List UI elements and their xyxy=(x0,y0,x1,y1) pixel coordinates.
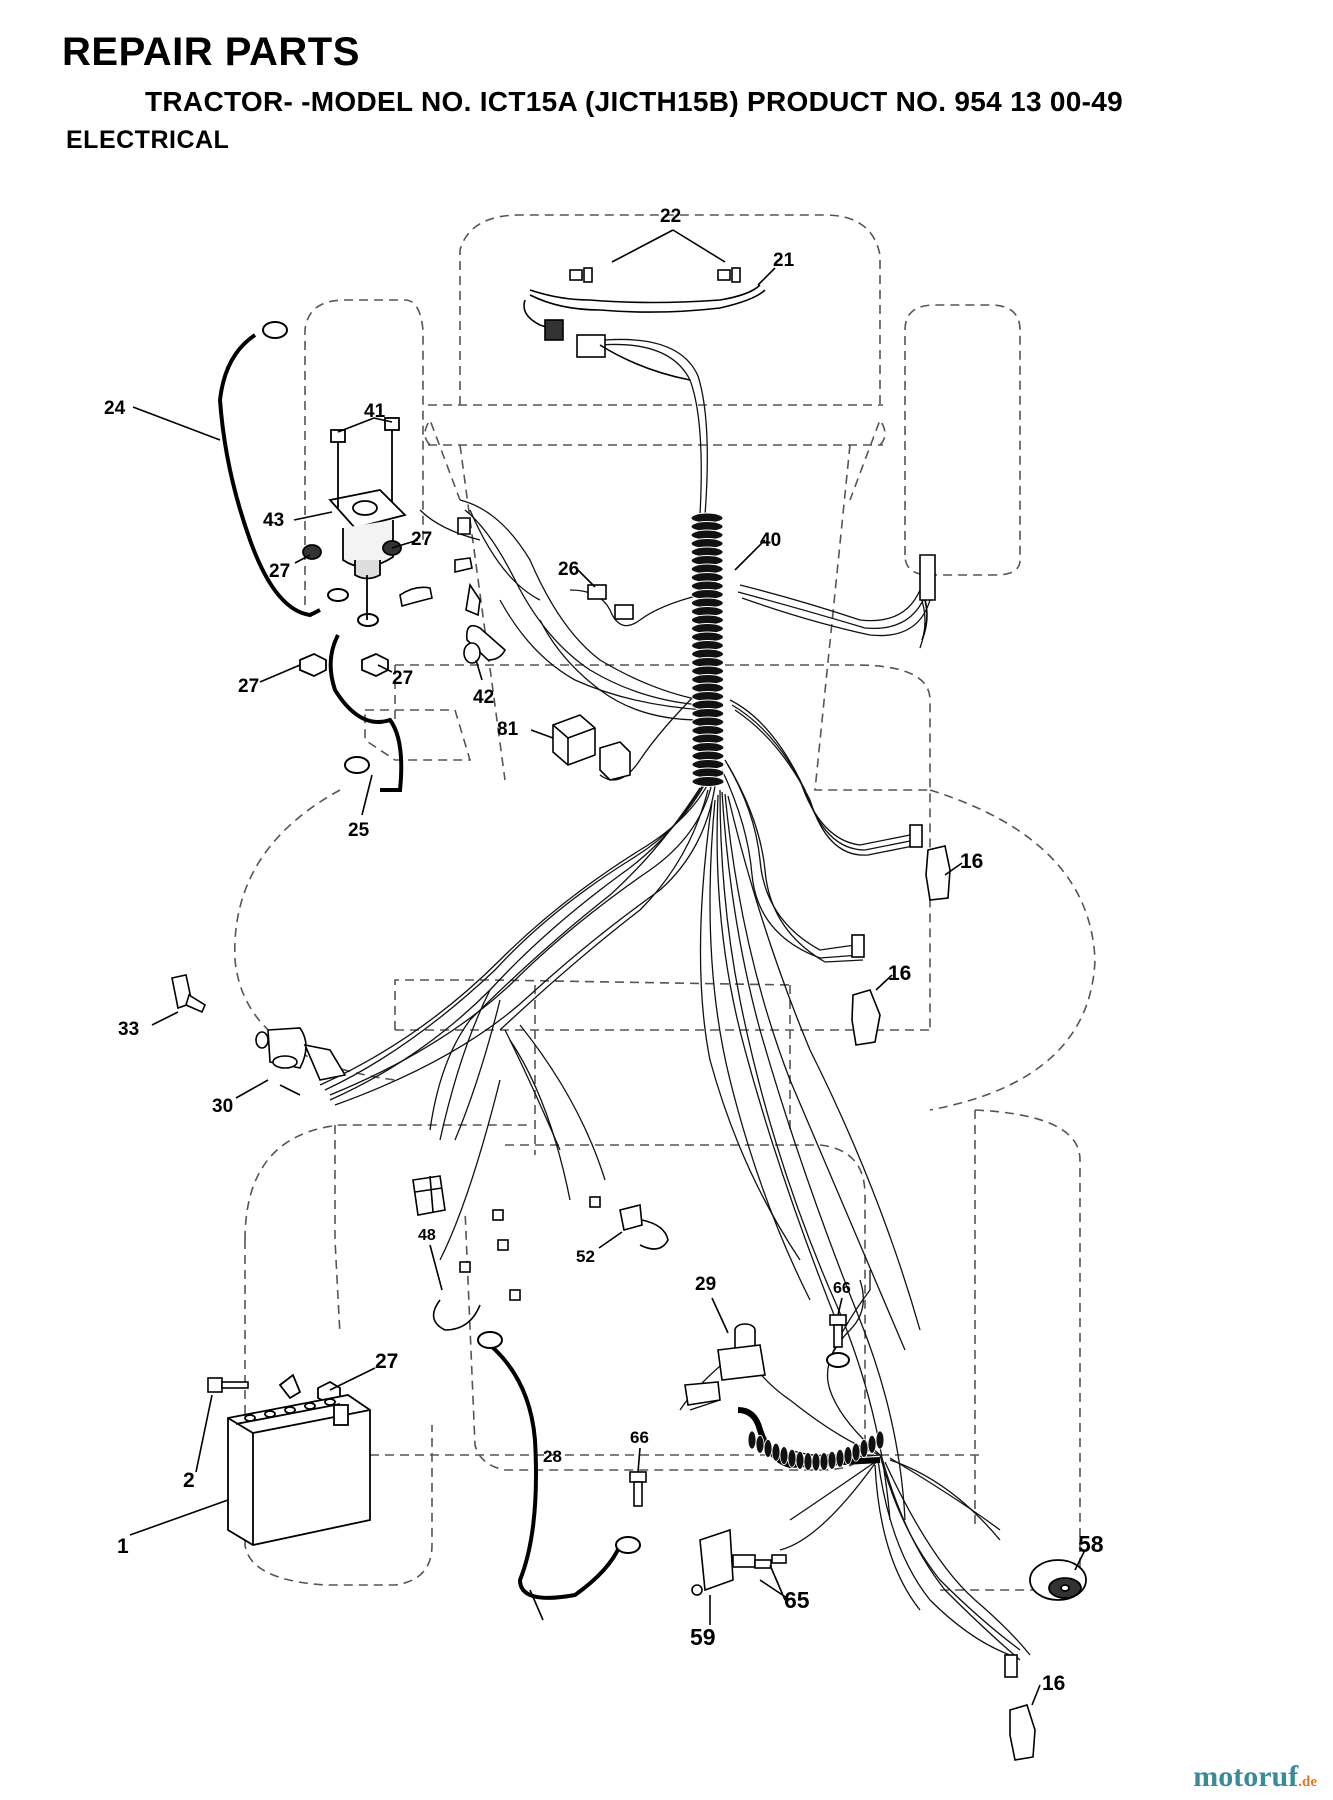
watermark-tld: .de xyxy=(1298,1774,1317,1790)
callout-81: 81 xyxy=(497,719,519,740)
callout-27-a: 27 xyxy=(411,529,432,550)
callout-26: 26 xyxy=(558,559,579,580)
coil-rib xyxy=(827,1450,837,1470)
coil-rib xyxy=(787,1448,797,1468)
connectors-16 xyxy=(851,824,1036,1761)
solenoid-43 xyxy=(302,417,407,620)
callout-22: 22 xyxy=(660,206,681,227)
connector-48 xyxy=(412,1175,601,1331)
callout-16-c: 16 xyxy=(1042,1672,1065,1695)
headlight-assembly xyxy=(523,267,766,381)
model-subtitle: TRACTOR- -MODEL NO. ICT15A (JICTH15B) PR… xyxy=(145,86,1124,117)
battery-1 xyxy=(227,1373,371,1546)
callout-42: 42 xyxy=(473,687,494,708)
coil-rib xyxy=(819,1452,829,1471)
callout-labels: 22 21 24 41 43 27 27 27 27 40 26 42 81 2… xyxy=(104,206,1104,1695)
coiled-harness xyxy=(737,1407,885,1472)
callout-29: 29 xyxy=(695,1274,716,1295)
coil-rib xyxy=(843,1446,853,1465)
bolt-2 xyxy=(207,1377,249,1393)
cable-25 xyxy=(328,634,404,792)
relay-81 xyxy=(552,714,631,781)
callout-16-b: 16 xyxy=(888,962,911,985)
switch-29 xyxy=(684,1323,766,1406)
watermark: motoruf.de xyxy=(1193,1760,1317,1794)
ring-terminal-28b xyxy=(615,1536,641,1554)
coil-rib xyxy=(835,1448,845,1468)
callout-66-b: 66 xyxy=(630,1428,649,1447)
coil-rib xyxy=(875,1430,885,1450)
harness-conduit-40: /* placeholder to keep group order */ xyxy=(690,512,725,787)
callout-59: 59 xyxy=(690,1624,716,1650)
section-label: ELECTRICAL xyxy=(66,126,230,154)
ring-terminal-66 xyxy=(826,1352,850,1368)
cable-28 xyxy=(488,1343,622,1600)
main-harness-wires xyxy=(319,779,921,1521)
pto-clutch-58 xyxy=(1029,1559,1087,1601)
callout-41: 41 xyxy=(364,401,386,422)
callout-27-b: 27 xyxy=(269,561,290,582)
coil-rib xyxy=(867,1434,877,1454)
coil-rib xyxy=(851,1442,861,1462)
bolts-66 xyxy=(629,1314,847,1507)
callout-27-e: 27 xyxy=(375,1350,398,1373)
callout-33: 33 xyxy=(118,1019,139,1040)
coil-rib xyxy=(795,1450,805,1470)
ring-terminal-28a xyxy=(477,1331,503,1349)
hex-nuts-27 xyxy=(299,653,389,1406)
lower-harness-branches xyxy=(679,1270,1031,1661)
callout-1: 1 xyxy=(117,1535,129,1558)
coil-rib xyxy=(763,1439,773,1458)
callout-27-c: 27 xyxy=(238,676,259,697)
coil-rib xyxy=(859,1439,869,1458)
callout-24: 24 xyxy=(104,398,126,419)
watermark-brand: motoruf xyxy=(1193,1760,1299,1793)
connector-right-upper xyxy=(919,554,936,641)
callout-58: 58 xyxy=(1078,1531,1104,1557)
coil-rib xyxy=(803,1452,813,1471)
coil-rib xyxy=(779,1446,789,1465)
page-title: REPAIR PARTS xyxy=(62,30,360,74)
callout-21: 21 xyxy=(773,250,795,271)
switch-bracket-59 xyxy=(691,1528,787,1596)
callout-2: 2 xyxy=(183,1469,195,1492)
callout-28: 28 xyxy=(543,1447,562,1466)
callout-52: 52 xyxy=(576,1247,595,1266)
coil-rib xyxy=(747,1430,757,1450)
leader-lines xyxy=(129,229,1086,1706)
ring-terminal-solenoid-b xyxy=(357,613,379,627)
cable-24 xyxy=(217,333,321,618)
callout-66-a: 66 xyxy=(833,1280,851,1297)
coil-rib xyxy=(771,1442,781,1462)
connector-26 xyxy=(587,584,634,620)
coil-rib xyxy=(755,1434,765,1454)
component-52 xyxy=(619,1203,669,1250)
ring-terminals xyxy=(262,321,850,1554)
terminal-connectors xyxy=(399,517,481,617)
terminal-boot-42 xyxy=(463,624,506,664)
ring-terminal-solenoid-a xyxy=(327,588,349,602)
callout-30: 30 xyxy=(212,1096,233,1117)
coil-rib xyxy=(811,1452,821,1472)
ignition-switch-30 xyxy=(255,1027,347,1096)
ring-terminal-25 xyxy=(344,756,370,774)
upper-harness-branches xyxy=(419,338,931,963)
callout-27-d: 27 xyxy=(392,668,413,689)
ring-terminal-24 xyxy=(262,321,288,339)
callout-65: 65 xyxy=(784,1587,810,1613)
conduit-rib xyxy=(691,776,725,787)
battery-cables xyxy=(217,333,622,1600)
ignition-key-33 xyxy=(171,974,207,1014)
callout-25: 25 xyxy=(348,820,370,841)
callout-48: 48 xyxy=(418,1227,436,1244)
callout-43: 43 xyxy=(263,510,284,531)
callout-40: 40 xyxy=(760,530,781,551)
tractor-outline xyxy=(234,214,1096,1591)
callout-16-a: 16 xyxy=(960,850,983,873)
